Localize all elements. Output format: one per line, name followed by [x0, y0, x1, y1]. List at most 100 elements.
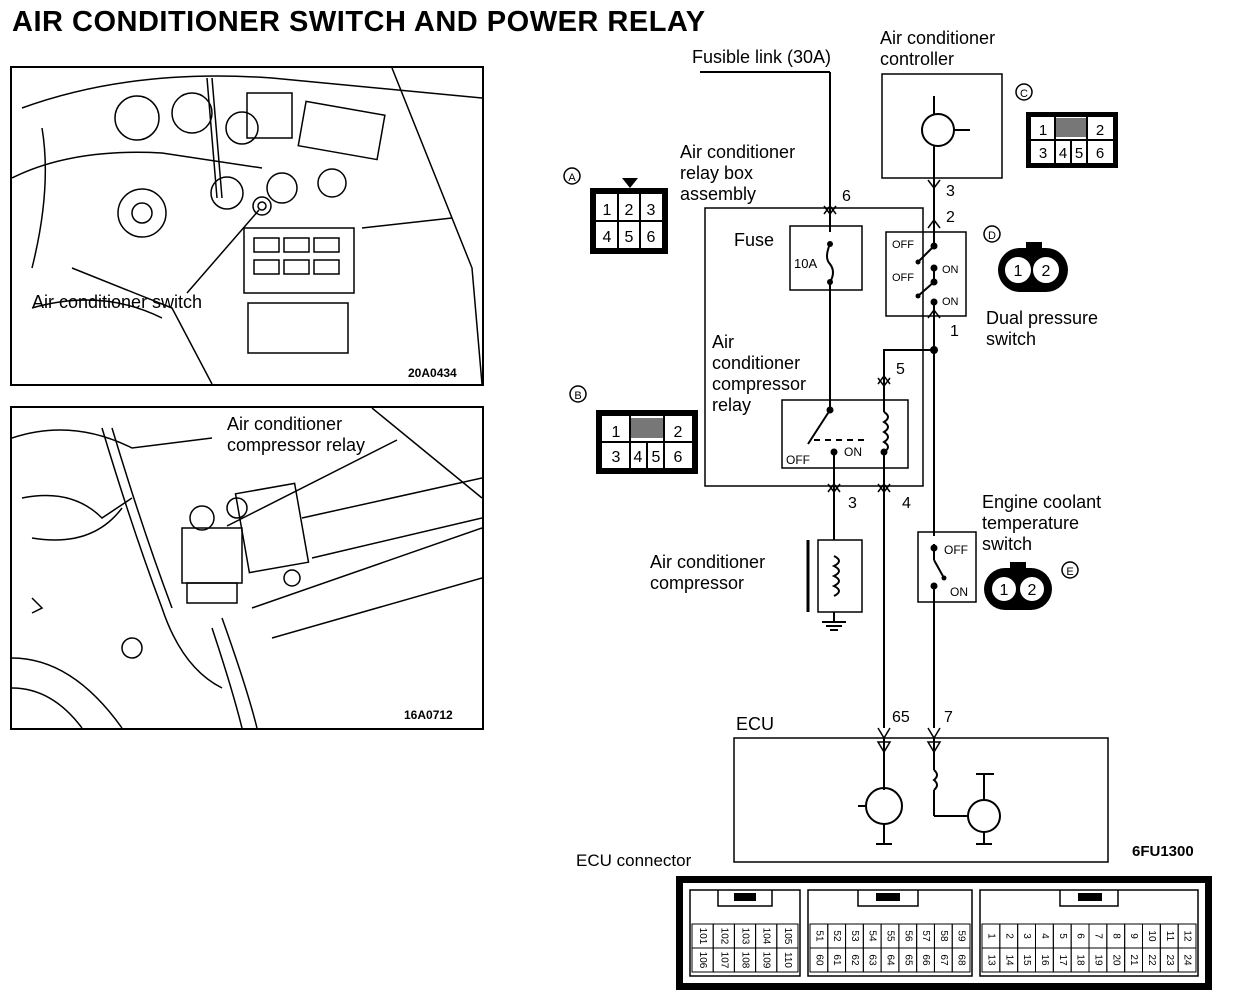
- terminal-2: 2: [946, 209, 955, 226]
- ecu-pin-55: 55: [885, 930, 896, 942]
- ecu-pin-106: 106: [697, 952, 708, 969]
- ecu-pin-107: 107: [718, 952, 729, 969]
- ecu-pin-cell: [776, 947, 799, 973]
- connector-a: A 1 2 3 4 5 6: [563, 167, 668, 254]
- ecu-pin-7: 7: [1092, 933, 1103, 939]
- connector-b-pin-6: 6: [674, 449, 683, 466]
- ecu-pin-110: 110: [782, 952, 793, 968]
- controller-transistor: [921, 113, 955, 147]
- connector-a-pin-3: 3: [647, 202, 656, 219]
- relay-label-3: compressor: [712, 374, 806, 394]
- ecu-pin-1: 1: [985, 933, 996, 939]
- fuse: [789, 225, 863, 291]
- ecu-pin-9: 9: [1128, 933, 1139, 939]
- ecu-pin-3: 3: [1021, 933, 1032, 939]
- page-title: AIR CONDITIONER SWITCH AND POWER RELAY: [12, 6, 706, 38]
- ecu-pin-61: 61: [831, 954, 842, 966]
- compressor-label-2: compressor: [650, 573, 744, 593]
- connector-b-letter: B: [574, 390, 581, 402]
- dashboard-drawing: [12, 68, 482, 384]
- relay-label-4: relay: [712, 395, 751, 415]
- ecu-pin-10: 10: [1146, 930, 1157, 942]
- controller-label-1: Air conditioner: [880, 28, 995, 48]
- dps-on-label-2: ON: [942, 296, 959, 308]
- figure-code: 6FU1300: [1132, 843, 1194, 860]
- ecu-pin-2: 2: [1003, 933, 1014, 939]
- compressor-label-1: Air conditioner: [650, 552, 765, 572]
- terminal-7: 7: [944, 709, 953, 726]
- connector-e-pin-1: 1: [1000, 582, 1009, 599]
- engine-bay-drawing: [12, 408, 482, 728]
- relay-box-label-3: assembly: [680, 184, 756, 204]
- ecu-pin-14: 14: [1003, 954, 1014, 966]
- terminal-1: 1: [950, 323, 959, 340]
- ecu-pin-11: 11: [1164, 931, 1175, 942]
- connector-c-pin-6: 6: [1096, 145, 1104, 162]
- relay-coil: [882, 411, 889, 453]
- controller-label-2: controller: [880, 49, 954, 69]
- connector-a-letter: A: [568, 172, 576, 184]
- dps-on-label-1: ON: [942, 264, 959, 276]
- connector-a-pin-2: 2: [625, 202, 634, 219]
- relay-callout-label-1: Air conditioner: [227, 414, 343, 434]
- connector-b-pin-4: 4: [634, 449, 643, 466]
- ect-on-label: ON: [950, 585, 968, 599]
- ecu: [733, 737, 1109, 863]
- ecu-label: ECU: [736, 714, 774, 734]
- ecu-pin-16: 16: [1039, 954, 1050, 966]
- ecu-pin-54: 54: [867, 930, 878, 942]
- ecu-pin-4: 4: [1039, 933, 1050, 939]
- photo-code: 16A0712: [404, 708, 453, 722]
- ecu-pin-64: 64: [885, 954, 896, 966]
- dps-off-label-1: OFF: [892, 239, 914, 251]
- ecu-pin-56: 56: [902, 930, 913, 942]
- switch-callout-label: Air conditioner switch: [32, 292, 203, 312]
- ecu-pin-24: 24: [1182, 954, 1193, 966]
- connector-c-pin-1: 1: [1039, 122, 1047, 139]
- relay-on-label: ON: [844, 445, 862, 459]
- fuse-label: Fuse: [734, 230, 774, 250]
- ecu-pin-101: 101: [697, 928, 708, 945]
- coil-to-dps-wire: [883, 349, 934, 376]
- ect-label-3: switch: [982, 534, 1032, 554]
- terminal-3-relay: 3: [848, 495, 857, 512]
- ecu-pin-108: 108: [740, 952, 751, 969]
- ecu-pin-22: 22: [1146, 954, 1157, 966]
- ecu-pin-68: 68: [956, 954, 967, 966]
- ect-label-2: temperature: [982, 513, 1079, 533]
- ecu-pin-57: 57: [920, 930, 931, 942]
- ecu-pin-58: 58: [938, 930, 949, 942]
- ecu-connector-label: ECU connector: [576, 851, 692, 870]
- relay-box-assembly: [704, 207, 924, 487]
- relay-box-label-1: Air conditioner: [680, 142, 795, 162]
- connector-e-pin-2: 2: [1028, 582, 1037, 599]
- ecu-pin-103: 103: [740, 928, 751, 945]
- dps-off-label-2: OFF: [892, 272, 914, 284]
- ecu-pin-102: 102: [718, 928, 729, 945]
- ecu-transistor-65: [865, 787, 903, 825]
- ecu-pin-17: 17: [1057, 954, 1068, 966]
- ecu-pin-21: 21: [1128, 954, 1139, 966]
- connector-a-pin-5: 5: [625, 229, 634, 246]
- connector-c-pin-4: 4: [1059, 145, 1067, 162]
- terminal-4: 4: [902, 495, 911, 512]
- relay-contact: [807, 409, 831, 445]
- dashboard-illustration: Air conditioner switch 20A0434: [10, 66, 484, 386]
- connector-a-pin-4: 4: [603, 229, 612, 246]
- ecu-pin-66: 66: [920, 954, 931, 966]
- connector-d-pin-2: 2: [1042, 263, 1051, 280]
- engine-bay-illustration: Air conditioner compressor relay 16A0712: [10, 406, 484, 730]
- ac-compressor: [817, 539, 863, 613]
- connector-b-pin-1: 1: [612, 424, 621, 441]
- ecu-pin-60: 60: [813, 954, 824, 966]
- dual-pressure-switch: [885, 231, 967, 317]
- dps-label-1: Dual pressure: [986, 308, 1098, 328]
- ect-label-1: Engine coolant: [982, 492, 1101, 512]
- ecu-pin-cell: [951, 947, 971, 973]
- ecu-pin-65: 65: [902, 954, 913, 966]
- ac-controller: [881, 73, 1003, 179]
- ecu-pin-13: 13: [985, 954, 996, 966]
- ecu-pin-20: 20: [1110, 954, 1121, 966]
- connector-d-letter: D: [988, 230, 996, 242]
